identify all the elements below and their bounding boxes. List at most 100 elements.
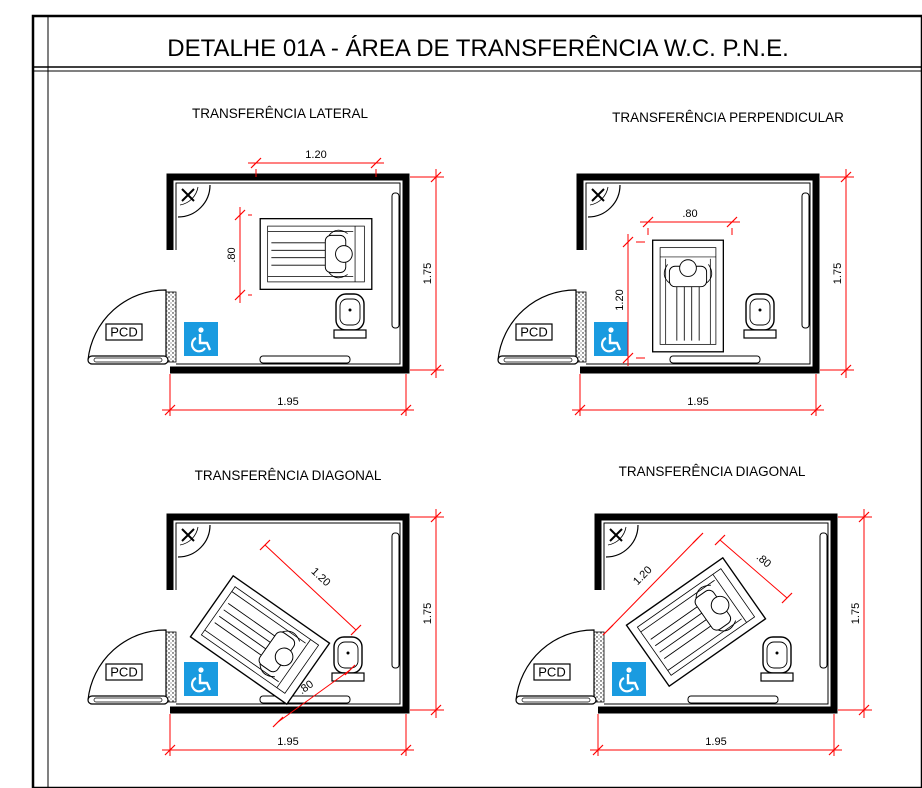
dimension-label: 1.95 — [705, 736, 726, 748]
legs-lines — [214, 603, 276, 656]
door-handle-bar — [87, 355, 169, 365]
dimension-label: 1.75 — [422, 603, 434, 624]
door-handle-inner — [93, 697, 163, 703]
toilet-tank — [331, 672, 365, 682]
dimension-tick — [259, 539, 271, 551]
wheelchair-user-symbol — [652, 239, 724, 353]
legs-lines — [676, 286, 700, 341]
pcd-label-box — [515, 323, 553, 341]
room-walls — [166, 173, 410, 374]
backrest — [712, 574, 747, 623]
dimension-tick — [430, 364, 442, 376]
wheelchair-user-symbol — [189, 574, 331, 706]
dimension-line — [607, 537, 699, 631]
dimension-tick — [234, 209, 246, 221]
panel-subtitle: TRANSFERÊNCIA PERPENDICULAR — [612, 110, 844, 125]
vertical-grab-bar — [391, 192, 400, 329]
pcd-label: PCD — [520, 325, 547, 340]
wheelchair-outline — [259, 218, 373, 290]
dimension-label: 1.20 — [305, 149, 326, 161]
wall-hatch — [593, 631, 605, 703]
toilet-seat — [749, 298, 771, 326]
head — [335, 245, 353, 263]
dimension-tick — [400, 404, 412, 416]
toilet-button — [346, 651, 350, 655]
dimension-line — [719, 539, 788, 599]
dimension-line — [264, 544, 357, 631]
dimension-tick — [164, 404, 176, 416]
dimension-tick — [692, 532, 704, 544]
dimension-label: 1.20 — [631, 564, 655, 588]
wheelchair-user-symbol — [625, 556, 767, 688]
wheel-line — [204, 629, 279, 683]
door-swing — [87, 629, 167, 701]
sink-faucet — [181, 188, 195, 202]
wheelchair-frame — [636, 568, 756, 676]
wall-hatch — [165, 291, 177, 363]
vertical-grab-bar — [391, 532, 400, 669]
wall-hatch — [575, 291, 587, 363]
sink-faucet — [609, 528, 623, 542]
sheet-border — [31, 14, 922, 788]
dimension-tick — [781, 592, 793, 604]
dimension-tick — [370, 157, 382, 169]
wheel-line — [231, 591, 306, 644]
wheelchair-frame — [267, 225, 365, 283]
door-handle-bar — [87, 695, 169, 705]
dimension-tick — [350, 624, 362, 636]
dimension-tick — [642, 216, 654, 228]
horizontal-grab-bar — [669, 355, 761, 364]
icon-wheel — [191, 677, 206, 693]
dimension-tick — [272, 716, 284, 728]
icon-head — [608, 327, 614, 333]
toilet — [760, 636, 794, 682]
sink-bowl — [177, 524, 211, 558]
icon-head — [198, 327, 204, 333]
dimension-tick — [622, 352, 634, 364]
room-walls — [166, 513, 410, 714]
horizontal-grab-bar — [259, 355, 351, 364]
dimension-tick — [234, 289, 246, 301]
dimension-tick — [622, 236, 634, 248]
wheelchair-outline — [625, 556, 767, 688]
arms — [663, 264, 713, 284]
vertical-grab-bar — [819, 532, 828, 669]
dimension-line — [277, 669, 351, 723]
sink-bowl — [587, 184, 621, 218]
wheelchair-icon — [601, 327, 622, 353]
dimension-tick — [810, 404, 822, 416]
door-handle-bar — [497, 355, 579, 365]
wall-hatch — [165, 631, 177, 703]
wheelchair-icon — [191, 667, 212, 693]
toilet — [333, 293, 367, 339]
dimension-label: 1.75 — [832, 263, 844, 284]
sink-bowl — [605, 524, 639, 558]
dimension-tick — [430, 511, 442, 523]
dimension-label: 1.95 — [687, 396, 708, 408]
icon-wheel — [601, 337, 616, 353]
sink-faucet — [591, 188, 605, 202]
dimension-tick — [858, 704, 870, 716]
pcd-label-box — [105, 663, 143, 681]
dimension-tick — [840, 364, 852, 376]
icon-wheel — [191, 337, 206, 353]
dimension-tick — [714, 534, 726, 546]
door-handle-inner — [93, 357, 163, 363]
toilet — [743, 293, 777, 339]
wheel-line — [667, 618, 742, 671]
room-inner-line — [603, 522, 829, 705]
toilet-tank — [333, 329, 367, 339]
toilet-tank — [760, 672, 794, 682]
toilet-seat — [337, 641, 359, 669]
toilet-button — [775, 651, 779, 655]
wheelchair-frame — [200, 586, 320, 694]
pcd-label: PCD — [110, 325, 137, 340]
dimension-tick — [828, 744, 840, 756]
toilet-button — [758, 308, 762, 312]
room-inner-line — [175, 522, 401, 705]
dimension-tick — [430, 171, 442, 183]
icon-body — [608, 334, 622, 351]
dimension-tick — [250, 157, 262, 169]
